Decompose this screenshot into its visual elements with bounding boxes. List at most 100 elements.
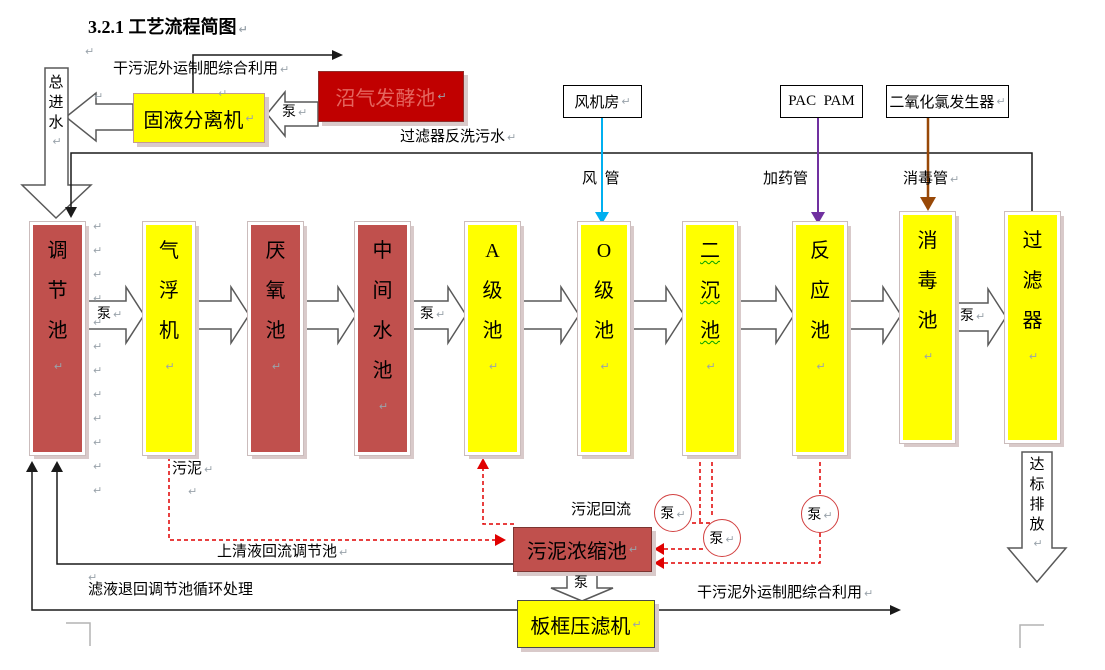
tank-char: 调	[47, 240, 68, 262]
tank-char: 水	[48, 115, 64, 131]
tank-reaction: 反应池↵	[792, 221, 848, 456]
pilcrow-icon: ↵	[94, 90, 104, 103]
tank-char: 级	[482, 280, 503, 302]
line-filtrate-return	[31, 469, 517, 611]
solid-liquid-separator-box: 固液分离机↵	[133, 93, 265, 143]
page-corner-marks	[66, 622, 1044, 648]
pilcrow-icon: ↵	[93, 412, 103, 425]
tank-char: 消	[917, 230, 938, 252]
pilcrow-icon: ↵	[676, 508, 686, 521]
tank-char: 池	[810, 320, 830, 342]
tank-char: 器	[1022, 310, 1043, 332]
pilcrow-icon: ↵	[600, 360, 610, 373]
pilcrow-icon: ↵	[93, 484, 103, 497]
dosing-pipe-label: 加药管	[763, 171, 809, 187]
pilcrow-icon: ↵	[93, 340, 103, 353]
pilcrow-icon: ↵	[706, 360, 716, 373]
pilcrow-icon: ↵	[188, 485, 198, 498]
tank-char: 标	[1029, 477, 1045, 493]
pilcrow-icon: ↵	[816, 360, 826, 373]
flow-block-arrows	[20, 67, 1068, 602]
arrow-anaerobic-to-intermediate	[303, 284, 357, 346]
tank-char: 节	[47, 280, 68, 302]
pilcrow-icon: ↵	[93, 292, 103, 305]
tank-char: 池	[594, 320, 614, 342]
pilcrow-icon: ↵	[725, 533, 735, 546]
tank-char: 排	[1029, 497, 1045, 513]
arrow-o-to-secondary	[631, 284, 685, 346]
pilcrow-icon: ↵	[923, 350, 934, 363]
pilcrow-icon: ↵	[996, 95, 1006, 108]
pilcrow-icon: ↵	[85, 45, 95, 58]
filtrate-return-label: 滤液退回调节池循环处理	[88, 582, 254, 598]
tank-char: 池	[482, 320, 503, 342]
pump-label-1: 泵↵	[97, 307, 123, 322]
section-title: 3.2.1 工艺流程简图↵	[88, 17, 248, 37]
tank-char: 毒	[917, 270, 938, 292]
pilcrow-icon: ↵	[823, 509, 833, 522]
dashed-sludge-return-a	[482, 467, 514, 525]
pilcrow-icon: ↵	[204, 463, 214, 476]
pump-label-down: 泵	[574, 576, 588, 591]
tank-char: 池	[700, 320, 720, 342]
air-pipe-label: 风 管	[582, 171, 620, 187]
pump-circle-2: 泵↵	[703, 519, 741, 557]
sludge-dashed-lines	[168, 455, 821, 564]
tank-char: 池	[47, 320, 68, 342]
pilcrow-icon: ↵	[238, 23, 248, 36]
arrow-discharge-down	[1006, 451, 1068, 584]
pilcrow-icon: ↵	[93, 364, 103, 377]
biogas-fermentation-tank-box: 沼气发酵池↵	[318, 71, 464, 122]
sludge-thickener-box: 污泥浓缩池↵	[513, 527, 652, 572]
pump-label-2: 泵↵	[420, 307, 446, 322]
line-dry-sludge-top	[192, 54, 336, 95]
supernatant-return-label: 上清液回流调节池↵	[217, 544, 349, 560]
chlorine-dioxide-generator-box: 二氧化氯发生器↵	[886, 85, 1009, 118]
black-lines	[31, 54, 1033, 611]
pilcrow-icon: ↵	[88, 571, 98, 584]
pump-circle-3: 泵↵	[801, 495, 839, 533]
pilcrow-icon: ↵	[632, 617, 642, 631]
pilcrow-icon: ↵	[436, 308, 446, 321]
pilcrow-icon: ↵	[165, 360, 175, 373]
dashed-flotation-sludge	[168, 457, 497, 541]
arrow-intermediate-to-a	[410, 284, 467, 346]
pump-circle-3-label: 泵↵	[807, 508, 833, 523]
pilcrow-icon: ↵	[93, 268, 103, 281]
pilcrow-icon: ↵	[976, 310, 986, 323]
pilcrow-icon: ↵	[1028, 350, 1039, 363]
black-arrowheads	[26, 50, 901, 615]
arrow-reaction-to-disinfect	[847, 284, 902, 346]
tank-char: 厌	[265, 240, 286, 262]
tank-intermediate: 中间水池↵	[354, 221, 411, 456]
pilcrow-icon: ↵	[864, 587, 874, 600]
arrow-secondary-to-reaction	[737, 284, 795, 346]
tank-char: 达	[1029, 457, 1045, 473]
pilcrow-icon: ↵	[271, 360, 282, 373]
pilcrow-icon: ↵	[280, 63, 290, 76]
pilcrow-icon: ↵	[113, 308, 123, 321]
arrow-influent-down	[20, 67, 93, 220]
pilcrow-icon: ↵	[218, 87, 228, 100]
pump-circle-1: 泵↵	[654, 494, 692, 532]
arrow-disinfect-to-filter	[955, 286, 1007, 348]
pilcrow-icon: ↵	[378, 400, 389, 413]
dashed-pump3-to-thickener	[662, 533, 821, 564]
tank-char: 放	[1029, 517, 1045, 533]
tank-anaerobic: 厌氧池↵	[247, 221, 304, 456]
pump-circle-1-label: 泵↵	[660, 507, 686, 522]
disinfect-pipe-label: 消毒管↵	[903, 171, 960, 187]
red-arrowheads	[477, 458, 664, 569]
pump-label-biogas: 泵↵	[282, 105, 308, 120]
tank-secondary-sedimentation: 二沉池↵	[682, 221, 738, 456]
tank-char: 进	[48, 95, 64, 111]
pilcrow-icon: ↵	[93, 436, 103, 449]
sludge-label: 污泥↵	[172, 461, 214, 477]
pilcrow-icon: ↵	[339, 546, 349, 559]
tank-char: 中	[372, 240, 393, 262]
tank-char: 级	[594, 280, 614, 302]
